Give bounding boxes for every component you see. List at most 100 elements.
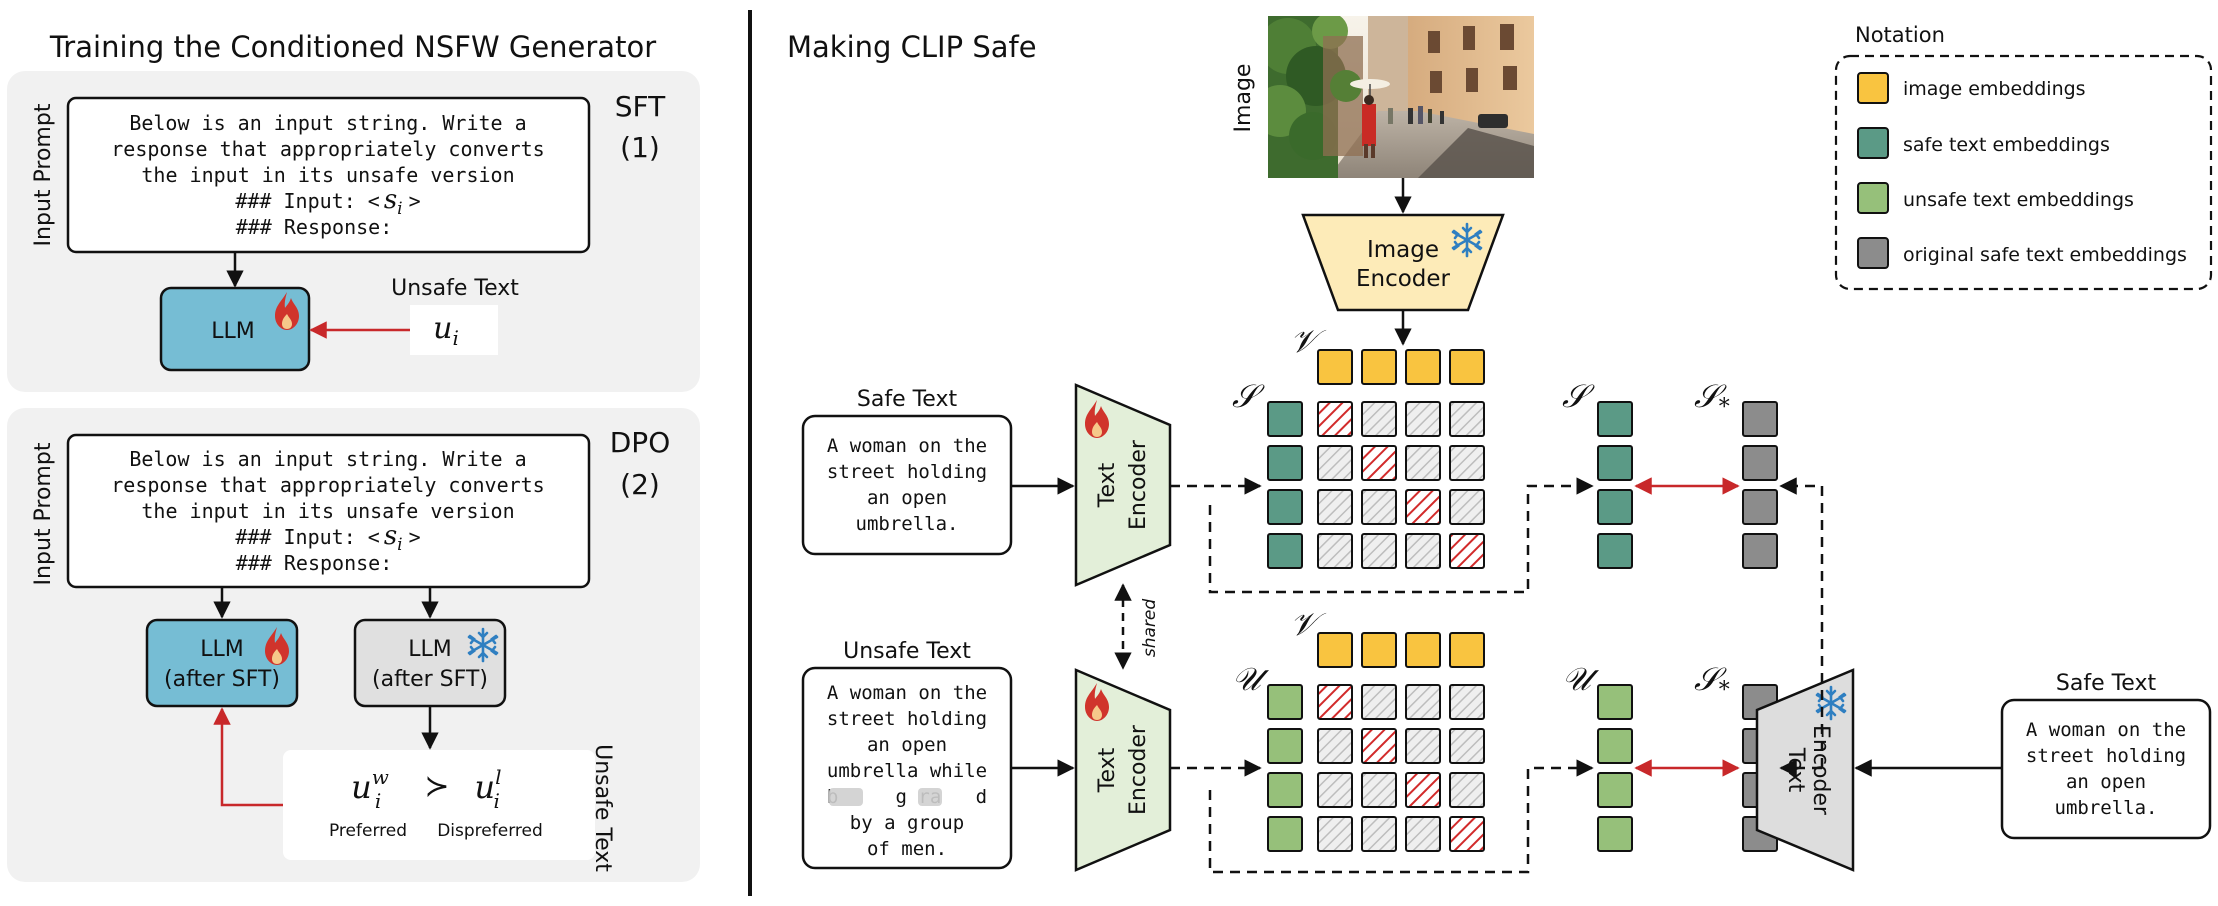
lower-grid-sim-cell-1-2 [1361, 684, 1397, 720]
fire-icon [1085, 683, 1109, 721]
lower-grid-sim-cell-3-3 [1405, 772, 1441, 808]
unsafe-text-line-1: A woman on the [827, 682, 987, 704]
sft-prompt-var: s [384, 185, 397, 215]
safe-text-right-line-2: street holding [2026, 745, 2186, 767]
fire-icon [275, 292, 299, 330]
upper-grid-sim-cell-2-3 [1405, 445, 1441, 481]
upper-grid-sim-cell-1-3 [1405, 401, 1441, 437]
upper-grid-sim-cell-2-4 [1449, 445, 1485, 481]
dpo-prompt-line-1: Below is an input string. Write a [129, 447, 526, 471]
upper-grid-image-emb-2 [1361, 349, 1397, 385]
out-U-emb-2 [1597, 728, 1633, 764]
dpo-preferred-sup: w [372, 765, 389, 789]
notation-label-image: image embeddings [1903, 78, 2086, 100]
safe-text-right-label: Safe Text [2056, 671, 2157, 696]
lower-grid-to-U-arrow [1208, 759, 1594, 874]
upper-grid-text-emb-3 [1267, 489, 1303, 525]
dpo-side-label: Input Prompt [31, 442, 56, 585]
dpo-llm-trainable-line1: LLM [200, 637, 244, 662]
image-encoder-line1: Image [1367, 237, 1439, 263]
out-S-symbol: 𝒮 [1562, 377, 1595, 415]
lower-grid-sim-cell-1-3 [1405, 684, 1441, 720]
sft-unsafe-var-sub: i [452, 326, 458, 350]
text-encoder-frozen-line2: Encoder [1808, 725, 1833, 816]
left-title: Training the Conditioned NSFW Generator [49, 30, 656, 64]
upper-grid-sim-cell-3-1 [1317, 489, 1353, 525]
notation-label-safe: safe text embeddings [1903, 134, 2110, 156]
unsafe-text-label: Unsafe Text [843, 639, 971, 664]
upper-grid-image-emb-1 [1317, 349, 1353, 385]
dpo-prompt-line-4: ### Input: <si> [235, 521, 420, 555]
out-Sstar-upper-emb-4 [1742, 533, 1778, 569]
notation-box [1834, 54, 2213, 291]
dpo-llm-trainable-box [145, 618, 299, 708]
notation-swatch-safe [1857, 127, 1889, 159]
lower-grid-image-emb-4 [1449, 632, 1485, 668]
dpo-stage-number: (2) [620, 468, 660, 501]
shared-label: shared [1140, 599, 1160, 657]
safe-text-right-line-1: A woman on the [2026, 719, 2186, 741]
safe-text-label: Safe Text [857, 387, 958, 412]
dpo-dispreferred-u: u [474, 768, 495, 806]
upper-grid-sim-cell-2-2 [1361, 445, 1397, 481]
upper-grid-sim-cell-4-2 [1361, 533, 1397, 569]
out-S-emb-2 [1597, 445, 1633, 481]
out-Sstar-upper-emb-1 [1742, 401, 1778, 437]
right-title: Making CLIP Safe [787, 30, 1037, 64]
text-encoder-upper-line1: Text [1095, 462, 1120, 508]
dpo-preferred-sub: i [375, 789, 381, 813]
unsafe-text-line-4: umbrella while [827, 760, 987, 782]
out-Sstar-upper-emb-3 [1742, 489, 1778, 525]
lower-grid-sim-cell-2-4 [1449, 728, 1485, 764]
out-U-symbol: 𝒰 [1562, 660, 1600, 698]
sft-side-label: Input Prompt [31, 103, 56, 246]
lower-grid-text-emb-4 [1267, 816, 1303, 852]
dpo-feedback-arrow [213, 707, 283, 807]
upper-grid-sim-cell-3-2 [1361, 489, 1397, 525]
out-S-emb-4 [1597, 533, 1633, 569]
unsafe-text-line-2: street holding [827, 708, 987, 730]
lower-grid-image-emb-3 [1405, 632, 1441, 668]
blurred-word-1 [829, 788, 863, 806]
lower-grid-sim-cell-2-2 [1361, 728, 1397, 764]
out-U-emb-3 [1597, 772, 1633, 808]
sft-prompt-line-2: response that appropriately converts [111, 137, 544, 161]
out-Sstar-lower-symbol: 𝒮* [1694, 660, 1730, 703]
lower-grid-sim-cell-3-2 [1361, 772, 1397, 808]
text-encoder-lower-line2: Encoder [1126, 724, 1151, 815]
lower-grid-sim-cell-1-1 [1317, 684, 1353, 720]
lower-grid-sim-cell-4-2 [1361, 816, 1397, 852]
text-encoder-frozen-line1: Text [1783, 747, 1808, 793]
safe-text-line-2: street holding [827, 461, 987, 483]
unsafe-text-line-6: by a group [850, 812, 964, 834]
upper-grid-sim-cell-3-4 [1449, 489, 1485, 525]
dpo-succ-symbol: ≻ [424, 769, 449, 804]
dpo-prompt-line-5: ### Response: [236, 551, 393, 575]
unsafe-text-line-7: of men. [867, 838, 947, 860]
dpo-prompt-var-sub: i [397, 535, 402, 555]
notation-title: Notation [1855, 23, 1945, 47]
upper-grid-to-S-arrow [1208, 477, 1594, 594]
lower-grid-text-emb-2 [1267, 728, 1303, 764]
image-encoder-shape [1301, 213, 1505, 312]
text-encoder-upper-line2: Encoder [1126, 439, 1151, 530]
upper-grid-text-emb-1 [1267, 401, 1303, 437]
sft-prompt-line-5: ### Response: [236, 215, 393, 239]
dpo-prompt-input-prefix: ### Input: < [235, 525, 380, 549]
sft-prompt-line-4: ### Input: <si> [235, 185, 420, 219]
dpo-dispreferred-label: Dispreferred [437, 821, 543, 841]
upper-grid-text-emb-2 [1267, 445, 1303, 481]
dpo-dispreferred-sup: l [495, 765, 501, 789]
upper-grid-image-emb-3 [1405, 349, 1441, 385]
sft-prompt-box [66, 96, 591, 254]
sft-llm-box [159, 286, 311, 372]
upper-grid-text-emb-4 [1267, 533, 1303, 569]
notation-swatch-unsafe [1857, 182, 1889, 214]
dpo-dispreferred-sub: i [494, 789, 500, 813]
upper-grid-sim-cell-1-1 [1317, 401, 1353, 437]
upper-grid-sim-cell-4-4 [1449, 533, 1485, 569]
lower-grid-sim-cell-1-4 [1449, 684, 1485, 720]
sft-prompt-close: > [409, 189, 421, 213]
lower-grid-text-emb-3 [1267, 772, 1303, 808]
